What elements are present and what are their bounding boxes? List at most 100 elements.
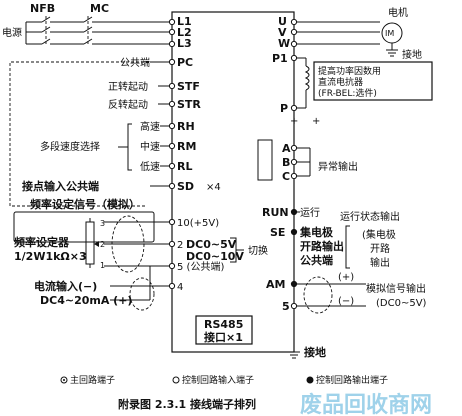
oc-label-3: 公共端	[300, 253, 333, 267]
bottom-ground-label: 接地	[304, 345, 326, 359]
power-label: 电源	[2, 26, 22, 39]
nfb-label: NFB	[30, 2, 55, 15]
reactor-label-1: 提高功率因数用	[318, 65, 381, 77]
caption: 附录图 2.3.1 接线端子排列	[118, 397, 256, 411]
terminal-c-label: C	[282, 170, 290, 183]
terminal-4	[168, 282, 176, 290]
terminal-pc-label: PC	[177, 56, 193, 69]
terminal-run	[290, 208, 298, 216]
run-status-label: 运行状态输出	[340, 210, 400, 223]
terminal-rm-label: RM	[177, 140, 196, 153]
terminal-sd-label: SD	[177, 180, 194, 193]
mid-speed-label: 中速	[140, 140, 160, 153]
power-input: NFB MC 电源	[2, 2, 172, 46]
oc2-label-3: 输出	[370, 256, 390, 269]
x4-label: ×4	[206, 182, 221, 193]
terminal-10-label: 10(+5V)	[177, 218, 219, 229]
switch-label: 切换	[248, 244, 268, 257]
terminal-w	[290, 40, 298, 48]
fault-output-label: 异常输出	[318, 160, 358, 173]
rs485-label-2: 接口×1	[204, 330, 243, 344]
terminal-str-label: STR	[177, 98, 201, 111]
potentiometer: 3 2 1	[85, 218, 105, 270]
terminal-rm	[168, 142, 176, 150]
right-terminals: U V W P1 P A B C RUN SE AM 5	[262, 15, 298, 313]
terminal-rl	[168, 162, 176, 170]
rs485-box	[195, 315, 253, 345]
running-label: 运行	[300, 206, 320, 219]
terminal-p-label: P	[280, 102, 288, 115]
oc2-label-2: 开路	[370, 242, 390, 255]
current-input-label: 电流输入(−)	[34, 279, 97, 293]
terminal-4-label: 4	[177, 282, 183, 293]
terminal-2-label: 2	[177, 240, 183, 251]
motor-ground-label: 接地	[402, 48, 422, 61]
terminal-p1-label: P1	[272, 52, 288, 65]
terminal-rh-label: RH	[177, 120, 195, 133]
motor-label: 电机	[388, 6, 408, 19]
oc2-label-1: (集电极	[362, 228, 396, 241]
terminal-10	[168, 218, 176, 226]
terminal-w-label: W	[278, 37, 290, 50]
analog-minus-label: (−)	[338, 296, 354, 307]
range-label-1: DC0~5V	[186, 238, 237, 251]
setter-label-2: 1/2W1kΩ×3	[14, 250, 87, 263]
terminal-v	[290, 28, 298, 36]
terminal-am	[290, 280, 298, 288]
motor-symbol-text: IM	[385, 29, 394, 38]
terminal-5-right-label: 5	[282, 300, 290, 313]
terminal-l2	[168, 28, 176, 36]
terminal-l3	[168, 40, 176, 48]
terminal-rh	[168, 122, 176, 130]
terminal-pc	[168, 58, 176, 66]
terminal-v-label: V	[278, 26, 287, 39]
setter-label-1: 频率设定器	[14, 235, 70, 249]
terminal-l1	[168, 18, 176, 26]
plus-label-1: +	[290, 116, 298, 127]
watermark: 废品回收商网	[300, 392, 432, 416]
legend-main-label: 主回路端子	[70, 374, 115, 386]
terminal-c	[290, 172, 298, 180]
legend-ctrl-output-label: 控制回路输出端子	[316, 374, 388, 386]
left-terminals: L1 L2 L3 PC STF STR RH RM RL SD ×4 10(+5…	[168, 15, 224, 293]
contact-common-label: 接点输入公共端	[22, 179, 99, 193]
forward-start-label: 正转起动	[108, 80, 148, 93]
plus-label-2: +	[312, 116, 320, 127]
analog-out-label: 模拟信号输出	[366, 282, 426, 295]
current-range-label: DC4~20mA (+)	[40, 294, 132, 307]
legend-ctrl-input-label: 控制回路输入端子	[182, 374, 254, 386]
terminal-2	[168, 240, 176, 248]
legend: 主回路端子 控制回路输入端子 控制回路输出端子	[60, 374, 388, 386]
terminal-l1-label: L1	[177, 15, 192, 28]
pot-pin-2: 2	[100, 240, 105, 249]
legend-ctrl-output-icon	[306, 376, 314, 384]
rs485-label-1: RS485	[204, 318, 243, 331]
terminal-p1	[290, 54, 298, 62]
pot-pin-1: 1	[100, 261, 105, 270]
terminal-se-label: SE	[270, 226, 285, 239]
mc-label: MC	[90, 2, 109, 15]
terminal-b-label: B	[282, 156, 290, 169]
left-wiring: 公共端 正转起动 反转起动 高速 中速 低速 多段速度选择 接点输入公共端 频率…	[9, 56, 268, 311]
shield-cable-3	[303, 276, 333, 314]
terminal-sd	[168, 182, 176, 190]
terminal-5-left-label: 5 (公共端)	[177, 260, 224, 273]
reactor-coil	[304, 65, 310, 91]
oc-label-2: 开路输出	[300, 239, 344, 253]
freq-signal-label: 频率设定信号（模拟）	[30, 197, 140, 211]
terminal-b	[290, 158, 298, 166]
analog-plus-label: (+)	[338, 272, 354, 283]
oc-label-1: 集电极	[299, 225, 334, 239]
terminal-stf	[168, 82, 176, 90]
terminal-p	[290, 104, 298, 112]
inverter-box	[171, 11, 295, 353]
reactor-box	[313, 61, 433, 101]
terminal-run-label: RUN	[262, 206, 289, 219]
terminal-rl-label: RL	[177, 160, 192, 173]
reactor-label-2: 直流电抗器	[318, 76, 363, 88]
freq-signal-box	[13, 211, 155, 243]
terminal-a-label: A	[282, 142, 291, 155]
common-label: 公共端	[120, 56, 150, 69]
high-speed-label: 高速	[140, 120, 160, 133]
